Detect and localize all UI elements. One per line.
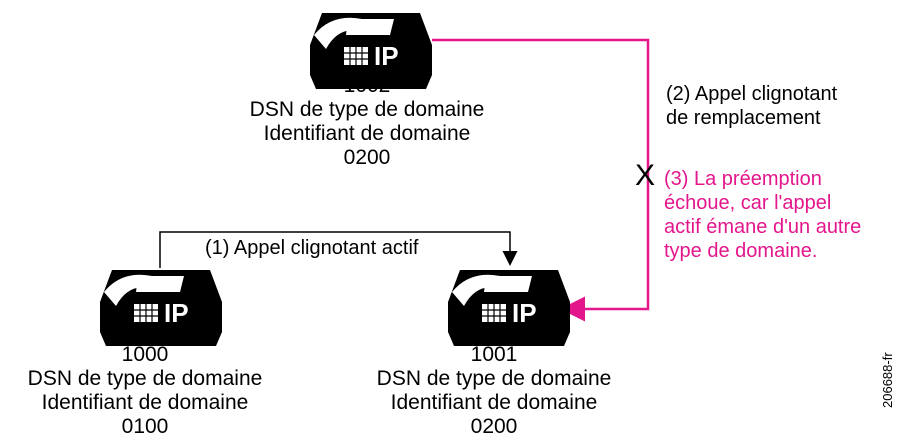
ip-phone-icon: IP — [100, 270, 222, 346]
domain-id-label: Identifiant de domaine — [263, 122, 471, 145]
replacement-call-line — [432, 38, 650, 322]
ip-phone-icon: IP — [448, 270, 570, 346]
phone-number: 1001 — [470, 343, 518, 366]
phone-number: 1002 — [343, 74, 391, 97]
svg-text:IP: IP — [374, 41, 399, 71]
domain-id-label: Identifiant de domaine — [390, 391, 598, 414]
domain-type-label: DSN de type de domaine — [249, 98, 485, 121]
phone-label-1002: 1002 DSN de type de domaine Identifiant … — [217, 74, 517, 170]
figure-code: 206688-fr — [880, 352, 895, 408]
domain-id-value: 0100 — [121, 415, 169, 438]
step3-label: (3) La préemption échoue, car l'appel ac… — [664, 168, 862, 262]
step1-label: (1) Appel clignotant actif — [205, 237, 419, 259]
active-call-line — [159, 231, 518, 268]
phone-number: 1000 — [121, 343, 169, 366]
phone-label-1000: 1000 DSN de type de domaine Identifiant … — [0, 343, 290, 439]
svg-text:IP: IP — [512, 298, 537, 328]
svg-text:IP: IP — [164, 298, 189, 328]
domain-type-label: DSN de type de domaine — [27, 367, 263, 390]
step2-label: (2) Appel clignotant de remplacement — [666, 83, 838, 129]
phone-label-1001: 1001 DSN de type de domaine Identifiant … — [344, 343, 644, 439]
fail-x-mark: X — [635, 159, 656, 192]
domain-id-label: Identifiant de domaine — [41, 391, 249, 414]
domain-type-label: DSN de type de domaine — [376, 367, 612, 390]
ip-phone-icon: IP — [310, 13, 432, 89]
domain-id-value: 0200 — [470, 415, 518, 438]
domain-id-value: 0200 — [343, 146, 391, 169]
